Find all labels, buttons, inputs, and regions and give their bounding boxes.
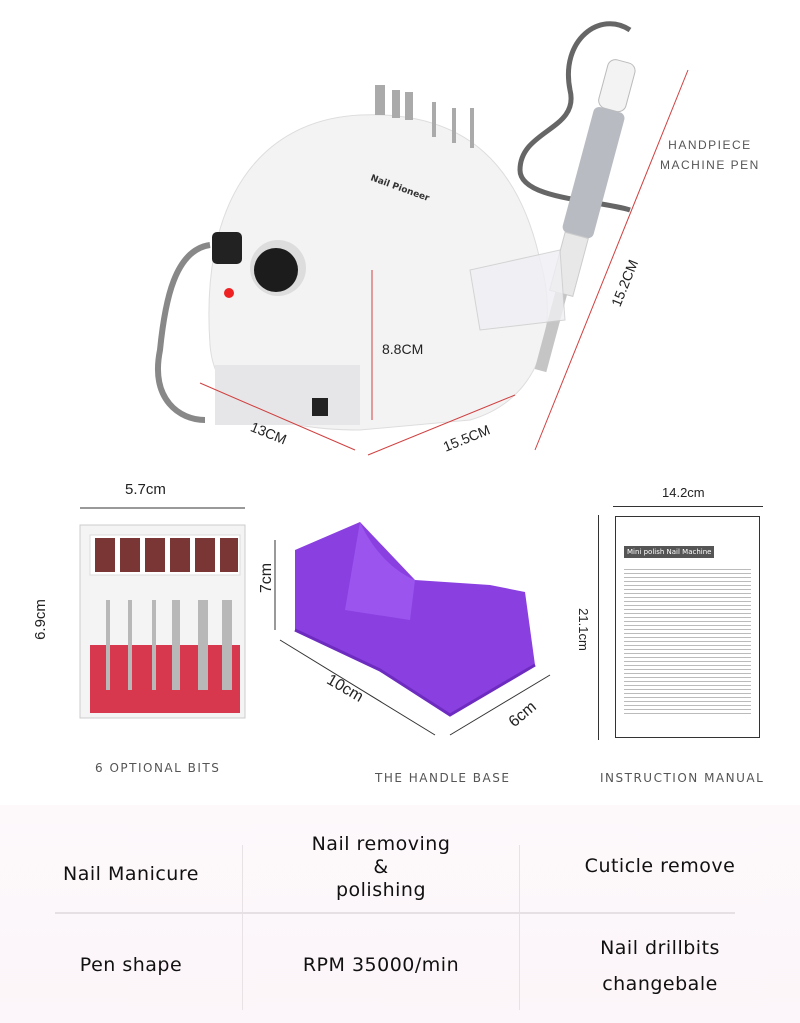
machine-base-panel (215, 365, 360, 425)
features-table: Nail Manicure Nail removing & polishing … (0, 805, 800, 1023)
base-caption: THE HANDLE BASE (375, 771, 511, 785)
manual-height-line (598, 515, 599, 740)
pen-cord (517, 21, 632, 213)
handpiece-pen (534, 59, 636, 373)
spare-bits (375, 85, 474, 148)
handpiece-caption: HANDPIECE MACHINE PEN (660, 138, 760, 172)
feature-cell: RPM 35000/min (302, 954, 460, 976)
manual-text-lines (624, 566, 751, 716)
row-divider (55, 912, 735, 914)
manual-width-line (613, 506, 763, 507)
handpiece-caption-line1: HANDPIECE (668, 138, 752, 152)
nail-drill-machine-image: Nail Pioneer (155, 21, 689, 456)
power-rocker (212, 232, 242, 264)
manual-width-dim: 14.2cm (662, 485, 705, 500)
manual-height-dim: 21.1cm (575, 608, 591, 651)
column-divider (519, 845, 520, 1010)
indicator-light (224, 288, 234, 298)
feature-cell: Nail removing & polishing (311, 833, 451, 901)
handpiece-caption-line2: MACHINE PEN (660, 158, 760, 172)
bits-width-dim: 5.7cm (125, 481, 166, 498)
speed-knob (254, 248, 298, 292)
feature-cell: Nail drillbits changebale (600, 936, 720, 995)
base-height-dim: 7cm (258, 562, 276, 594)
bits-box-image (79, 507, 246, 719)
handle-base-image (274, 522, 551, 736)
power-cord (155, 242, 211, 423)
pen-holder (469, 249, 566, 331)
feature-cell: Nail Manicure (63, 863, 199, 885)
manual-title: Mini polish Nail Machine (624, 546, 715, 558)
column-divider (242, 845, 243, 1010)
bits-height-dim: 6.9cm (31, 599, 49, 640)
feature-cell: Pen shape (79, 954, 183, 976)
machine-height-dim: 8.8CM (382, 341, 424, 357)
power-switch (312, 398, 328, 416)
bits-caption: 6 OPTIONAL BITS (95, 761, 221, 775)
manual-caption: INSTRUCTION MANUAL (600, 771, 765, 785)
feature-cell: Cuticle remove (584, 855, 736, 877)
machine-body (208, 114, 548, 431)
instruction-manual-image: Mini polish Nail Machine (615, 516, 760, 738)
